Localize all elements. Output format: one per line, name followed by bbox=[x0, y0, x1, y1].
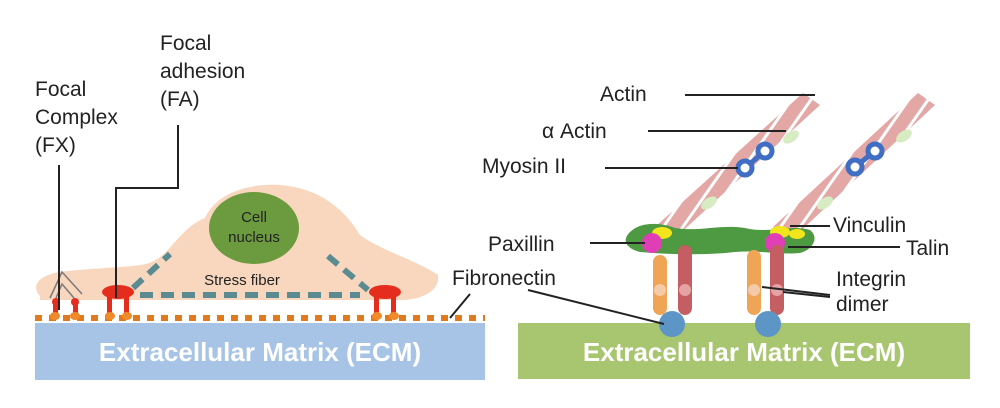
fibronectin-2 bbox=[755, 311, 781, 337]
integrin-dimer-2 bbox=[747, 245, 784, 315]
integrin-leader-2 bbox=[782, 291, 831, 298]
stress-fiber-right bbox=[326, 253, 370, 293]
alpha-actin-label: α Actin bbox=[542, 120, 607, 143]
ecm-block-right bbox=[518, 323, 970, 379]
integrin-dimer-1 bbox=[653, 245, 692, 315]
myosin-label: Myosin II bbox=[482, 155, 566, 178]
vinculin-label: Vinculin bbox=[833, 214, 906, 237]
paxillin-label: Paxillin bbox=[488, 233, 555, 256]
alpha-actin-2 bbox=[701, 196, 717, 210]
focal-adhesion-label-2: adhesion bbox=[160, 60, 245, 83]
focal-complex-label-1: Focal bbox=[35, 78, 86, 101]
ecm-label-right: Extracellular Matrix (ECM) bbox=[583, 337, 905, 367]
focal-adhesion-site-left bbox=[102, 285, 134, 320]
cell-nucleus-label-2: nucleus bbox=[228, 229, 280, 246]
stress-fiber-label: Stress fiber bbox=[204, 272, 280, 289]
cell-nucleus-label-1: Cell bbox=[241, 209, 267, 226]
focal-adhesion-label-3: (FA) bbox=[160, 88, 200, 111]
fibronectin-label: Fibronectin bbox=[452, 267, 556, 290]
stress-fiber-left bbox=[130, 251, 173, 291]
focal-complex-label-3: (FX) bbox=[35, 134, 76, 157]
alpha-actin-1 bbox=[783, 130, 799, 144]
focal-complex-label-2: Complex bbox=[35, 106, 118, 129]
myosin-ii-2 bbox=[845, 141, 885, 177]
integrin-leader-1 bbox=[761, 286, 831, 296]
alpha-actin-3 bbox=[896, 129, 912, 143]
focal-adhesion-site-right bbox=[369, 285, 401, 320]
integrin-label-2: dimer bbox=[836, 293, 889, 316]
vinculin-3 bbox=[789, 229, 805, 239]
ecm-block-left bbox=[35, 323, 485, 380]
fibronectin-leader-right bbox=[527, 289, 665, 325]
alpha-actin-4 bbox=[817, 196, 833, 210]
talin-label: Talin bbox=[906, 237, 949, 260]
fibronectin-leader-left bbox=[449, 293, 471, 319]
ecm-label-left: Extracellular Matrix (ECM) bbox=[99, 337, 421, 367]
focal-adhesion-leader bbox=[115, 125, 179, 298]
paxillin-1 bbox=[642, 233, 662, 253]
integrin-label-1: Integrin bbox=[836, 268, 906, 291]
cell-nucleus bbox=[209, 192, 299, 264]
focal-adhesion-label-1: Focal bbox=[160, 32, 211, 55]
actin-label: Actin bbox=[600, 83, 647, 106]
fibronectin-1 bbox=[659, 311, 685, 337]
